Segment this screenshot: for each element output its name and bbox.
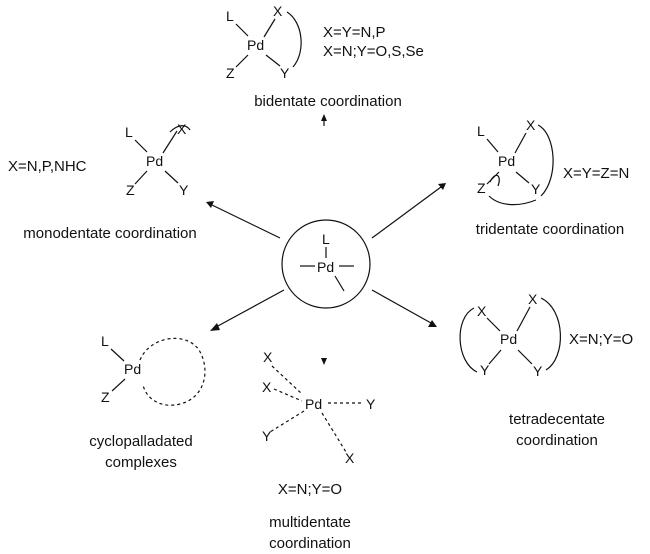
arrowhead-monodentate [206,201,214,208]
tridentate-arc-ZY [488,195,537,206]
multi-X-bottom-atom: X [345,450,355,466]
cyclo-bond-L [110,348,125,362]
tetra-bond-X-left [486,317,501,332]
multi-Y-right-atom: Y [366,396,376,412]
tetra-bond-X-right [516,306,531,332]
cyclo-label-line1: cyclopalladated [89,433,192,450]
cyclo-label-line2: complexes [105,454,177,471]
bidentate-bond-X [263,18,276,38]
multi-X-left-atom: X [262,379,272,395]
cyclo-Z-atom: Z [101,389,110,405]
cyclo-dashed-ring [139,337,206,406]
tetra-structure: X X Pd Y Y X=N;Y=O tetradecentate coordi… [459,291,633,449]
bidentate-bond-Z [235,54,249,68]
monodentate-L-atom: L [125,124,133,140]
monodentate-Y-atom: Y [179,182,189,198]
tetra-arc-left [459,307,478,373]
tridentate-arc-Z [489,174,500,187]
bidentate-Z-atom: Z [226,65,235,81]
arrow-to-tetra [371,289,432,324]
tridentate-condition: X=Y=Z=N [563,165,629,182]
multi-bond-X-top [271,365,303,395]
monodentate-Z-atom: Z [126,182,135,198]
arrowhead-cyclo [210,323,220,331]
multi-label-line2: coordination [269,535,351,552]
tridentate-bond-X [514,132,527,154]
center-bond-down [334,275,345,292]
cyclo-L-atom: L [101,333,109,349]
bidentate-chelate-arc [286,11,302,68]
tridentate-Pd-atom: Pd [498,153,515,169]
tetra-arc-right [540,297,561,371]
bidentate-L-atom: L [226,8,234,24]
arrows [206,114,446,365]
multi-structure: X X Pd Y Y X X=N;Y=O multidentate coordi… [262,349,376,552]
tridentate-Y-atom: Y [531,181,541,197]
arrow-to-tridentate [371,186,442,239]
tridentate-label: tridentate coordination [476,221,624,238]
arrowhead-multi [321,358,327,365]
tridentate-Z-atom: Z [477,180,486,196]
monodentate-condition: X=N,P,NHC [8,158,87,175]
tetra-bond-Y-left [488,349,502,365]
multi-condition: X=N;Y=O [278,481,342,498]
monodentate-bond-X [162,130,178,154]
arrow-to-cyclo [215,289,285,328]
monodentate-bond-L [134,139,148,153]
center-Pd-atom: Pd [317,259,334,275]
bidentate-label: bidentate coordination [254,93,402,110]
tridentate-L-atom: L [477,123,485,139]
arrowhead-bidentate [321,114,327,121]
cyclo-structure: L Pd Z cyclopalladated complexes [89,333,206,471]
tetra-Pd-atom: Pd [500,331,517,347]
multi-bond-Y-left [269,410,305,433]
tetra-Y-right-atom: Y [533,363,543,379]
monodentate-bond-Z [134,170,148,185]
tetra-condition: X=N;Y=O [569,331,633,348]
bidentate-X-atom: X [273,3,283,19]
monodentate-partial-arc [169,125,191,133]
monodentate-X-atom: X [177,121,187,137]
bidentate-structure: L Pd X Z Y X=Y=N,P X=N;Y=O,S,Se bidentat… [226,3,424,110]
tridentate-structure: L Pd X Z Y X=Y=Z=N tridentate coordinati… [476,117,630,238]
tetra-X-right-atom: X [528,291,538,307]
tridentate-bond-L [486,138,499,153]
tetra-X-left-atom: X [477,303,487,319]
bidentate-condition-2: X=N;Y=O,S,Se [323,43,424,60]
multi-Y-left-atom: Y [262,428,272,444]
bidentate-condition-1: X=Y=N,P [323,24,386,41]
tridentate-arc-XY [537,124,554,197]
tetra-label-line2: coordination [516,432,598,449]
multi-bond-X-bottom [321,412,347,453]
monodentate-label: monodentate coordination [23,225,196,242]
monodentate-Pd-atom: Pd [146,153,163,169]
center-L-atom: L [322,231,330,247]
arrowhead-tetra [428,320,437,327]
bidentate-Pd-atom: Pd [247,37,264,53]
multi-label-line1: multidentate [269,514,351,531]
multi-X-top-atom: X [263,349,273,365]
tetra-Y-left-atom: Y [480,362,490,378]
monodentate-structure: L Pd X Z Y X=N,P,NHC monodentate coordin… [8,121,197,242]
center-circle [281,219,371,309]
tetra-bond-Y-right [517,349,533,365]
center-complex: L Pd [281,219,371,309]
tridentate-bond-Y [515,171,530,184]
arrowhead-tridentate [438,183,446,190]
arrow-to-monodentate [211,204,281,239]
tridentate-X-atom: X [526,117,536,133]
bidentate-bond-L [235,23,249,37]
bidentate-Y-atom: Y [280,65,290,81]
monodentate-bond-Y [164,170,179,184]
cyclo-bond-Z [111,378,126,392]
tetra-label-line1: tetradecentate [509,411,605,428]
multi-bond-X-left [273,388,303,402]
multi-Pd-atom: Pd [305,396,322,412]
bidentate-bond-Y [265,54,281,67]
cyclo-Pd-atom: Pd [124,361,141,377]
